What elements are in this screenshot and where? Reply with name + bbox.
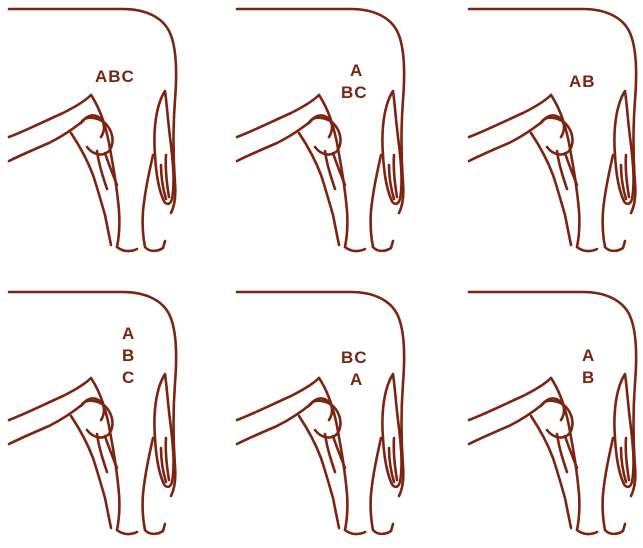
cow-hindquarter-outline-2 [233, 5, 433, 265]
tail-switch-6 [621, 438, 629, 482]
cow-hindquarter-outline-4 [5, 288, 205, 548]
back-and-rump-line-3 [469, 9, 636, 213]
belly-line-2 [237, 95, 319, 137]
near-hoof-1 [117, 241, 165, 251]
back-and-rump-line-6 [469, 292, 636, 496]
near-leg-rear-2 [371, 155, 381, 247]
far-leg-2 [237, 115, 332, 161]
far-leg-1 [9, 115, 104, 161]
belly-line-1 [9, 95, 91, 137]
near-leg-rear-1 [143, 155, 153, 247]
label-line-3-1: AB [569, 72, 596, 91]
near-hoof-2 [345, 241, 393, 251]
tail-switch-2 [389, 155, 397, 199]
belly-line-6 [469, 378, 551, 420]
near-leg-rear-6 [603, 438, 613, 530]
far-leg-5 [237, 398, 332, 444]
near-leg-rear-3 [603, 155, 613, 247]
belly-line-4 [9, 378, 91, 420]
back-and-rump-line-4 [9, 292, 176, 496]
label-line-5-1: BC [341, 348, 368, 367]
belly-line-5 [237, 378, 319, 420]
udder-diagram-1: ABC [5, 5, 205, 265]
udder-diagram-5: BC A [233, 288, 433, 548]
far-leg-6 [469, 398, 564, 444]
udder-diagram-2: A BC [233, 5, 433, 265]
label-line-4-3: C [122, 368, 135, 387]
near-hoof-4 [117, 524, 165, 534]
label-line-2-2: BC [341, 83, 368, 102]
back-and-rump-line-2 [237, 9, 404, 213]
tail-switch-3 [621, 155, 629, 199]
label-line-5-2: A [350, 370, 363, 389]
udder-diagram-3: AB [465, 5, 643, 265]
cow-hindquarter-outline-1 [5, 5, 205, 265]
near-leg-rear-4 [143, 438, 153, 530]
belly-line-3 [469, 95, 551, 137]
label-line-2-1: A [350, 61, 363, 80]
near-hoof-6 [577, 524, 625, 534]
far-leg-3 [469, 115, 564, 161]
label-line-4-1: A [122, 324, 135, 343]
label-line-6-2: B [582, 368, 595, 387]
tail-switch-4 [161, 438, 169, 482]
far-leg-4 [9, 398, 104, 444]
cow-hindquarter-outline-5 [233, 288, 433, 548]
tail-switch-1 [161, 155, 169, 199]
udder-diagram-6: A B [465, 288, 643, 548]
tail-switch-5 [389, 438, 397, 482]
label-line-4-2: B [122, 346, 135, 365]
back-and-rump-line-5 [237, 292, 404, 496]
cow-hindquarter-outline-6 [465, 288, 643, 548]
near-hoof-5 [345, 524, 393, 534]
label-line-6-1: A [582, 346, 595, 365]
near-hoof-3 [577, 241, 625, 251]
back-and-rump-line-1 [9, 9, 176, 213]
near-leg-rear-5 [371, 438, 381, 530]
cow-hindquarter-outline-3 [465, 5, 643, 265]
udder-diagram-4: A B C [5, 288, 205, 548]
label-line-1-1: ABC [95, 67, 135, 86]
